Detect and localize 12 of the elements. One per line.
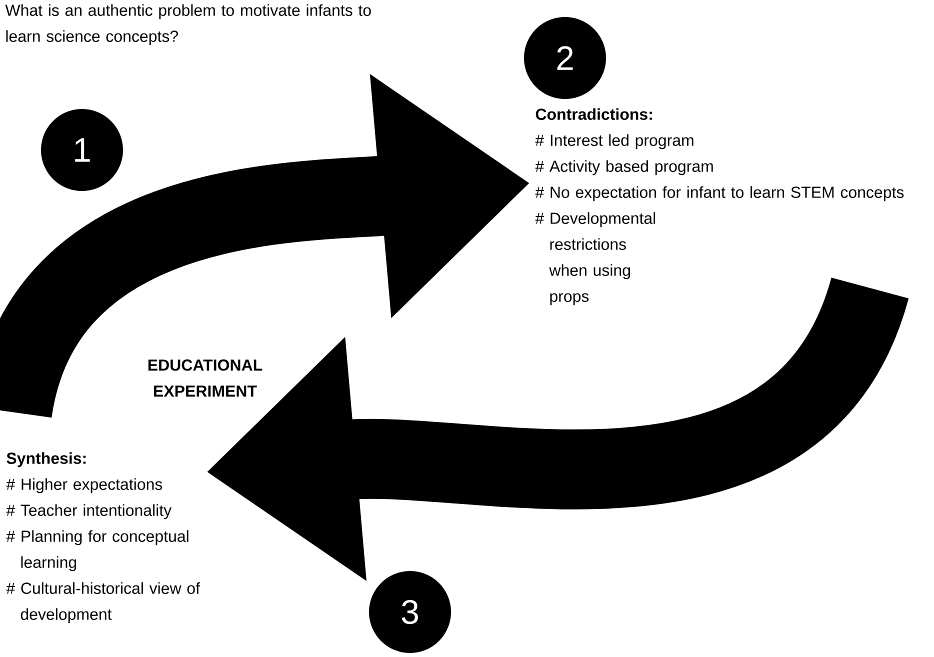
list-item: # Interest led program: [535, 134, 694, 150]
question-text: What is an authentic problem to motivate infants to learn science concepts?: [5, 4, 371, 46]
center-label: EDUCATIONAL EXPERIMENT: [148, 359, 262, 397]
heading: Synthesis:: [6, 452, 86, 468]
list-item: # Teacher intentionality: [6, 504, 172, 520]
list-item: # Cultural-historical view of development: [6, 582, 200, 624]
list-item: # No expectation for infant to learn STEM concepts: [535, 186, 904, 202]
list-item: # Activity based program: [535, 160, 713, 176]
list-item: # Higher expectations: [6, 478, 162, 494]
list-item: # Planning for conceptual learning: [6, 530, 188, 572]
list-item: # Developmental restrictions when using props: [535, 212, 656, 306]
heading: Contradictions:: [536, 108, 652, 120]
